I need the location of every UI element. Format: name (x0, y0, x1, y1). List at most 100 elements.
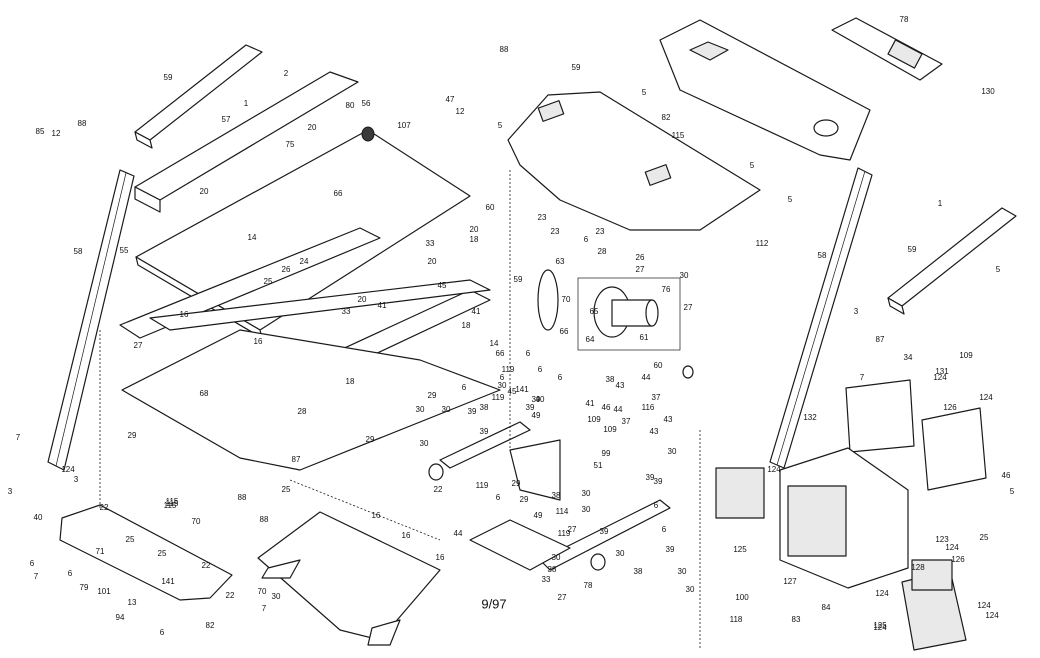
callout-label: 109 (959, 351, 973, 360)
callout-label: 88 (77, 119, 87, 128)
callout-label: 3 (73, 475, 79, 484)
callout-label: 45 (507, 387, 517, 396)
callout-label: 88 (499, 45, 509, 54)
callout-label: 23 (537, 213, 547, 222)
callout-label: 112 (755, 239, 769, 248)
callout-label: 12 (455, 107, 465, 116)
callout-label: 75 (285, 140, 295, 149)
callout-label: 60 (485, 203, 495, 212)
callout-label: 16 (371, 511, 381, 520)
callout-label: 27 (133, 341, 143, 350)
callout-label: 49 (533, 511, 543, 520)
callout-label: 12 (51, 129, 61, 138)
callout-label: 47 (445, 95, 455, 104)
callout-label: 16 (435, 553, 445, 562)
callout-label: 40 (535, 395, 545, 404)
wheel-part (428, 365, 694, 571)
callout-label: 124 (945, 543, 959, 552)
callout-label: 6 (461, 383, 467, 392)
callout-label: 130 (981, 87, 995, 96)
callout-label: 84 (821, 603, 831, 612)
monitor-part (779, 447, 909, 589)
callout-label: 5 (497, 121, 503, 130)
callout-label: 85 (35, 127, 45, 136)
callout-label: 39 (531, 395, 541, 404)
callout-label: 39 (653, 477, 663, 486)
callout-label: 66 (559, 327, 569, 336)
drive-motor-part (577, 277, 681, 351)
callout-label: 30 (581, 505, 591, 514)
callout-label: 27 (635, 265, 645, 274)
callout-label: 124 (873, 623, 887, 632)
lift-arm-part (439, 421, 671, 571)
callout-label: 7 (859, 373, 865, 382)
callout-label: 115 (165, 497, 179, 506)
callout-label: 70 (191, 517, 201, 526)
callout-label: 29 (519, 495, 529, 504)
callout-label: 39 (525, 403, 535, 412)
callout-label: 26 (281, 265, 291, 274)
callout-label: 38 (551, 491, 561, 500)
callout-label: 5 (641, 88, 647, 97)
platform-part (121, 329, 501, 471)
callout-label: 30 (679, 271, 689, 280)
callout-label: 61 (639, 333, 649, 342)
callout-label: 22 (99, 503, 109, 512)
callout-label: 109 (603, 425, 617, 434)
callout-label: 68 (199, 389, 209, 398)
front-roller-part (361, 126, 375, 142)
callout-label: 23 (595, 227, 605, 236)
right-upright-part (769, 167, 873, 469)
callout-label: 25 (979, 533, 989, 542)
callout-label: 119 (557, 529, 571, 538)
callout-label: 82 (661, 113, 671, 122)
callout-label: 7 (33, 572, 39, 581)
callout-label: 33 (541, 575, 551, 584)
callout-label: 5 (787, 195, 793, 204)
callout-label: 22 (433, 485, 443, 494)
callout-label: 30 (419, 439, 429, 448)
callout-label: 119 (501, 365, 515, 374)
callout-label: 25 (263, 277, 273, 286)
callout-label: 115 (163, 501, 177, 510)
callout-label: 41 (471, 307, 481, 316)
callout-label: 88 (237, 493, 247, 502)
callout-label: 6 (557, 373, 563, 382)
callout-label: 64 (585, 335, 595, 344)
motor-hood-part (507, 91, 761, 231)
callout-label: 87 (875, 335, 885, 344)
callout-label: 28 (297, 407, 307, 416)
callout-label: 30 (415, 405, 425, 414)
callout-label: 30 (677, 567, 687, 576)
callout-label: 6 (499, 373, 505, 382)
callout-label: 56 (361, 99, 371, 108)
callout-label: 39 (645, 473, 655, 482)
callout-label: 126 (943, 403, 957, 412)
callout-label: 39 (599, 527, 609, 536)
callout-label: 124 (977, 601, 991, 610)
callout-label: 39 (467, 407, 477, 416)
callout-label: 59 (907, 245, 917, 254)
callout-label: 38 (547, 565, 557, 574)
callout-label: 109 (587, 415, 601, 424)
callout-label: 14 (489, 339, 499, 348)
callout-label: 27 (683, 303, 693, 312)
callout-label: 20 (469, 225, 479, 234)
callout-label: 13 (127, 598, 137, 607)
callout-label: 30 (271, 592, 281, 601)
callout-label: 37 (651, 393, 661, 402)
callout-label: 14 (247, 233, 257, 242)
callout-label: 46 (1001, 471, 1011, 480)
callout-label: 22 (201, 561, 211, 570)
callout-label: 94 (115, 613, 125, 622)
callout-label: 29 (365, 435, 375, 444)
callout-label: 141 (515, 385, 529, 394)
callout-label: 6 (495, 493, 501, 502)
callout-label: 118 (729, 615, 743, 624)
base-plate-part (59, 504, 233, 601)
callout-label: 78 (899, 15, 909, 24)
callout-label: 30 (685, 585, 695, 594)
callout-label: 141 (161, 577, 175, 586)
